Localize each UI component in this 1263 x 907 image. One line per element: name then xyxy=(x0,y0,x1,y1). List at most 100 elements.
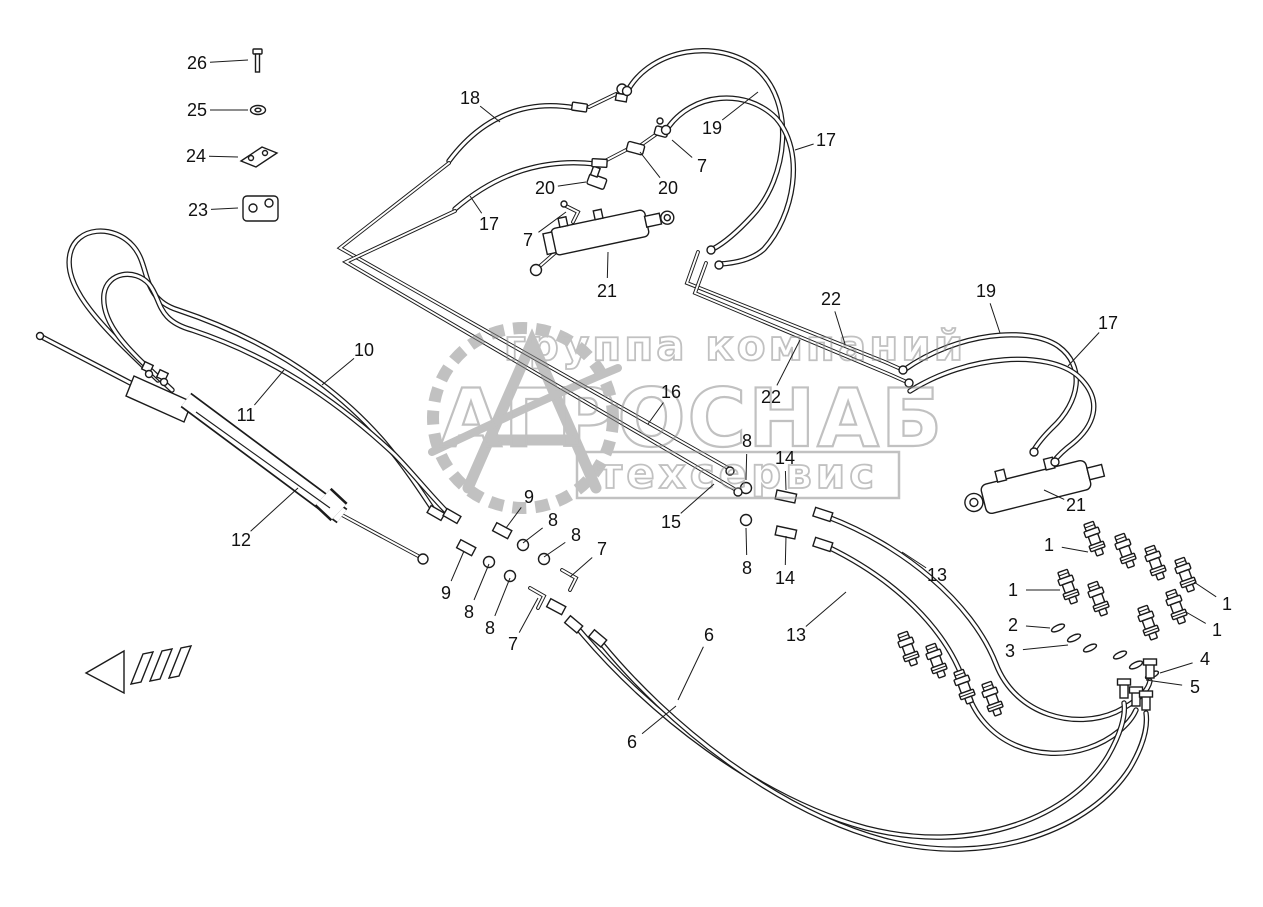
nut-8-d xyxy=(503,569,517,583)
fitting-hose6b-start xyxy=(587,628,608,648)
callout-24-2: 24 xyxy=(185,146,207,166)
callout-13-36: 13 xyxy=(785,625,807,645)
quick-coupler-8 xyxy=(897,630,920,667)
callout-5-44: 5 xyxy=(1189,677,1201,697)
top-fittings xyxy=(560,83,724,270)
leader-line-6-45 xyxy=(641,705,677,735)
leader-line-7-34 xyxy=(518,597,539,633)
quick-coupler-4 xyxy=(1057,568,1080,605)
fitting-chain-lower xyxy=(455,538,567,616)
callout-9-31: 9 xyxy=(440,583,452,603)
callout-22-13: 22 xyxy=(820,289,842,309)
leader-line-13-30 xyxy=(901,551,927,569)
quick-coupler-6 xyxy=(1165,588,1188,625)
leader-line-23-3 xyxy=(210,207,239,210)
callout-6-35: 6 xyxy=(703,625,715,645)
cylinder-21-top xyxy=(542,208,675,256)
callout-13-30: 13 xyxy=(926,565,948,585)
leader-line-26-0 xyxy=(209,59,249,63)
clamp-block-23 xyxy=(242,195,279,222)
leader-line-5-44 xyxy=(1145,679,1183,686)
leader-line-15-23 xyxy=(680,483,715,514)
quick-coupler-9 xyxy=(925,642,948,679)
callout-16-18: 16 xyxy=(660,382,682,402)
callout-15-23: 15 xyxy=(660,512,682,532)
direction-marker xyxy=(84,645,193,695)
hose-18 xyxy=(446,103,578,164)
leader-line-20-9 xyxy=(639,151,661,179)
leader-line-8-33 xyxy=(494,577,511,617)
callout-8-25: 8 xyxy=(547,510,559,530)
leader-line-16-18 xyxy=(647,402,664,425)
callout-1-37: 1 xyxy=(1043,535,1055,555)
washer-25 xyxy=(249,104,267,116)
leader-line-17-6 xyxy=(794,143,814,151)
fitting-hose13b-start xyxy=(812,536,834,553)
callout-7-34: 7 xyxy=(507,634,519,654)
clevis-eye-top xyxy=(529,263,543,277)
callout-6-45: 6 xyxy=(626,732,638,752)
fitting-9-c xyxy=(545,597,567,616)
leader-line-24-2 xyxy=(208,155,239,158)
callout-8-32: 8 xyxy=(463,602,475,622)
watermark-line3: техсервис xyxy=(598,449,878,498)
quick-coupler-3 xyxy=(1174,556,1197,593)
tee-20-b xyxy=(625,140,646,156)
quick-couplers-1 xyxy=(897,520,1197,717)
quick-coupler-0 xyxy=(1083,520,1106,557)
leader-line-20-8 xyxy=(557,181,587,187)
callout-17-6: 17 xyxy=(815,130,837,150)
watermark-line1: группа компаний xyxy=(504,321,966,370)
watermark-line2: АГРОСНАБ xyxy=(440,372,944,465)
leader-line-9-31 xyxy=(450,550,465,582)
washer-1 xyxy=(1066,633,1082,643)
callout-14-29: 14 xyxy=(774,568,796,588)
leader-line-7-27 xyxy=(569,557,593,578)
callout-9-22: 9 xyxy=(523,487,535,507)
callout-2-41: 2 xyxy=(1007,615,1019,635)
fitting-9-a xyxy=(491,521,513,540)
leader-line-22-13 xyxy=(834,311,846,345)
tee-20-a xyxy=(586,173,608,190)
callout-19-5: 19 xyxy=(701,118,723,138)
callout-17-15: 17 xyxy=(1097,313,1119,333)
washer-3 xyxy=(1112,650,1128,660)
center-fittings xyxy=(725,466,834,553)
callout-26-0: 26 xyxy=(186,53,208,73)
callout-7-7: 7 xyxy=(696,156,708,176)
callout-18-4: 18 xyxy=(459,88,481,108)
leader-line-11-17 xyxy=(254,369,285,406)
fitting-hose17tl-end xyxy=(591,157,608,169)
leader-line-8-25 xyxy=(522,527,543,544)
quick-coupler-1 xyxy=(1114,532,1137,569)
fitting-hose6a-start xyxy=(563,614,584,634)
leader-line-7-11 xyxy=(538,211,567,233)
steering-cylinder-12 xyxy=(35,331,429,565)
washer-2 xyxy=(1082,643,1098,653)
callout-1-38: 1 xyxy=(1007,580,1019,600)
quick-coupler-11 xyxy=(981,680,1004,717)
callout-21-12: 21 xyxy=(596,281,618,301)
leader-line-3-42 xyxy=(1022,644,1069,651)
quick-coupler-5 xyxy=(1087,580,1110,617)
nut-8-b xyxy=(537,552,551,566)
arrow-left-icon xyxy=(84,649,125,695)
fitting-chain-upper xyxy=(491,521,551,566)
parts-layer xyxy=(35,48,1197,717)
fitting-14-b xyxy=(774,525,798,540)
callout-7-27: 7 xyxy=(596,539,608,559)
fitting-hose13a-start xyxy=(812,506,834,523)
leader-line-7-7 xyxy=(671,139,693,158)
callout-3-42: 3 xyxy=(1004,641,1016,661)
fitting-hose18-end xyxy=(570,101,589,113)
bolt-26 xyxy=(252,48,263,73)
leader-line-12-24 xyxy=(250,487,299,532)
hose-6-b xyxy=(599,641,1150,852)
callout-8-26: 8 xyxy=(570,525,582,545)
clamp-plate-24 xyxy=(239,146,279,168)
leader-line-21-46 xyxy=(1043,489,1065,500)
leader-line-13-36 xyxy=(805,591,847,627)
callout-8-33: 8 xyxy=(484,618,496,638)
leader-line-17-15 xyxy=(1067,332,1100,367)
